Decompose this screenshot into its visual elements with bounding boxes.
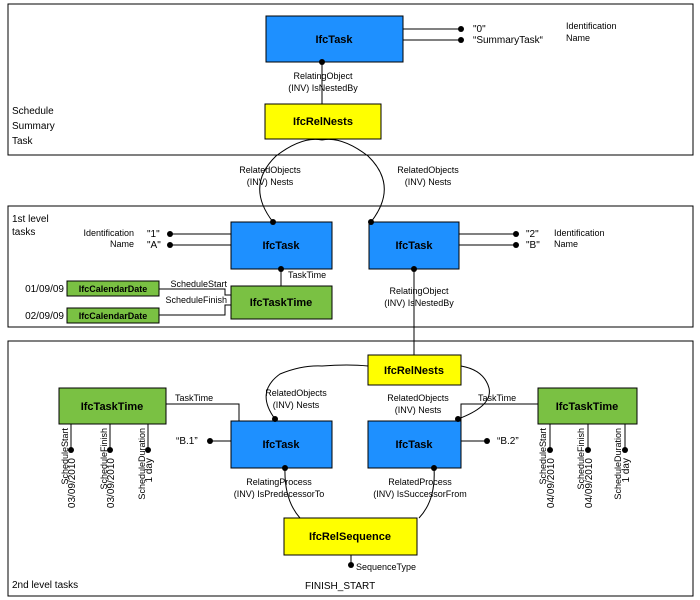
b1-nests-label: (INV) Nests xyxy=(273,400,320,410)
first-level-start-calendar-date-box[interactable] xyxy=(66,280,160,297)
nests-right-label: (INV) Nests xyxy=(405,177,452,187)
summary-id-value: "0" xyxy=(473,24,486,35)
b2-name-value: “B.2” xyxy=(497,436,519,447)
task1-name-value: "A" xyxy=(147,240,161,251)
b2-schedule-finish-label: ScheduleFinish xyxy=(576,428,586,490)
panel-label-schedule: Schedule xyxy=(12,106,54,117)
b1-duration-value: 1 day xyxy=(144,458,155,482)
second-level-task-time-right-box[interactable] xyxy=(537,387,638,425)
second-level-ifc-rel-sequence-label: IfcRelSequence xyxy=(309,531,391,543)
second-level-task-b2-box[interactable] xyxy=(367,420,462,469)
b2-finish-value: 04/09/2010 xyxy=(584,458,595,508)
task2-name-value: "B" xyxy=(526,240,540,251)
second-level-task-b1-label: IfcTask xyxy=(262,439,300,451)
task1-identification-label: Identification xyxy=(83,228,134,238)
summary-ifc-task-box[interactable] xyxy=(265,15,404,63)
b2-task-time-label: TaskTime xyxy=(478,393,516,403)
task2-identification-label: Identification xyxy=(554,228,605,238)
summary-ifc-rel-nests-box[interactable] xyxy=(264,103,382,140)
task1-id-value: "1" xyxy=(147,229,160,240)
b1-schedule-duration-label: ScheduleDuration xyxy=(137,428,147,500)
summary-identification-label: Identification xyxy=(566,21,617,31)
b2-nests-label: (INV) Nests xyxy=(395,405,442,415)
relating-process-label: RelatingProcess xyxy=(246,477,312,487)
panel-label-summary: Summary xyxy=(12,121,55,132)
task1-task-time-label: TaskTime xyxy=(288,270,326,280)
connector-lines xyxy=(70,28,626,565)
b2-related-objects-label: RelatedObjects xyxy=(387,393,449,403)
first-level-task-time-label: IfcTaskTime xyxy=(250,297,313,309)
b1-finish-value: 03/09/2010 xyxy=(106,458,117,508)
task2-is-nested-by-label: (INV) IsNestedBy xyxy=(384,298,454,308)
summary-ifc-task-label: IfcTask xyxy=(315,34,353,46)
b1-schedule-start-label: ScheduleStart xyxy=(60,428,70,485)
b2-schedule-duration-label: ScheduleDuration xyxy=(613,428,623,500)
first-level-start-calendar-date-label: IfcCalendarDate xyxy=(79,284,148,294)
second-level-ifc-rel-nests-label: IfcRelNests xyxy=(384,365,444,377)
second-level-task-b1-box[interactable] xyxy=(230,420,333,469)
related-objects-right-label: RelatedObjects xyxy=(397,165,459,175)
task2-relating-object-label: RelatingObject xyxy=(389,286,449,296)
b1-schedule-finish-label: ScheduleFinish xyxy=(99,428,109,490)
first-level-finish-calendar-date-box[interactable] xyxy=(66,307,160,324)
first-level-finish-calendar-date-label: IfcCalendarDate xyxy=(79,311,148,321)
task1-start-date-value: 01/09/09 xyxy=(25,284,64,295)
second-level-ifc-rel-nests-box[interactable] xyxy=(367,354,462,386)
task2-id-value: "2" xyxy=(526,229,539,240)
first-level-task-2-label: IfcTask xyxy=(395,240,433,252)
panel-label-second-level-tasks: 2nd level tasks xyxy=(12,580,78,591)
task1-schedule-start-label: ScheduleStart xyxy=(170,279,227,289)
summary-name-value: “SummaryTask“ xyxy=(473,35,543,46)
panel-label-tasks: tasks xyxy=(12,227,35,238)
b1-task-time-label: TaskTime xyxy=(175,393,213,403)
second-level-task-time-left-box[interactable] xyxy=(58,387,167,425)
panel-label-task: Task xyxy=(12,136,34,147)
related-process-label: RelatedProcess xyxy=(388,477,452,487)
summary-relating-object-label: RelatingObject xyxy=(293,71,353,81)
second-level-task-time-right-label: IfcTaskTime xyxy=(556,401,619,413)
summary-ifc-rel-nests-label: IfcRelNests xyxy=(293,116,353,128)
b1-start-value: 03/09/2010 xyxy=(67,458,78,508)
nests-left-label: (INV) Nests xyxy=(247,177,294,187)
is-predecessor-to-label: (INV) IsPredecessorTo xyxy=(234,489,325,499)
first-level-task-time-box[interactable] xyxy=(230,285,333,320)
sequence-type-label: SequenceType xyxy=(356,562,416,572)
panel-first-level-tasks xyxy=(7,205,694,328)
b1-related-objects-label: RelatedObjects xyxy=(265,388,327,398)
panel-label-first-level: 1st level xyxy=(12,214,49,225)
task2-name-label: Name xyxy=(554,239,578,249)
first-level-task-1-label: IfcTask xyxy=(262,240,300,252)
b2-duration-value: 1 day xyxy=(621,458,632,482)
first-level-task-2-box[interactable] xyxy=(368,221,460,270)
first-level-task-1-box[interactable] xyxy=(230,221,333,270)
task1-schedule-finish-label: ScheduleFinish xyxy=(165,295,227,305)
is-successor-from-label: (INV) IsSuccessorFrom xyxy=(373,489,467,499)
b2-start-value: 04/09/2010 xyxy=(546,458,557,508)
summary-is-nested-by-label: (INV) IsNestedBy xyxy=(288,83,358,93)
panel-second-level-tasks xyxy=(7,340,694,597)
second-level-task-time-left-label: IfcTaskTime xyxy=(81,401,144,413)
connection-dots xyxy=(68,26,628,568)
related-objects-left-label: RelatedObjects xyxy=(239,165,301,175)
second-level-task-b2-label: IfcTask xyxy=(395,439,433,451)
second-level-ifc-rel-sequence-box[interactable] xyxy=(283,517,418,556)
sequence-type-value: FINISH_START xyxy=(305,581,375,592)
summary-name-label: Name xyxy=(566,33,590,43)
b1-name-value: “B.1” xyxy=(176,436,198,447)
task1-finish-date-value: 02/09/09 xyxy=(25,311,64,322)
task1-name-label: Name xyxy=(110,239,134,249)
b2-schedule-start-label: ScheduleStart xyxy=(538,428,548,485)
